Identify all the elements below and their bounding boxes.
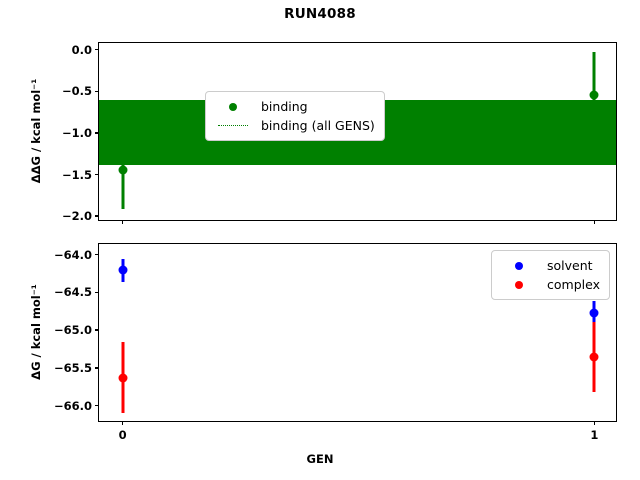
legend-key xyxy=(213,125,253,126)
y-tick-mark xyxy=(95,404,99,407)
y-tick-mark xyxy=(95,291,99,294)
y-tick-label: −0.5 xyxy=(61,84,92,99)
y-tick-label: −2.0 xyxy=(61,209,92,224)
legend-marker-icon xyxy=(515,280,524,289)
x-tick-mark xyxy=(121,220,124,224)
y-tick-label: 0.0 xyxy=(71,42,92,57)
datapoint-solvent-gen0[interactable] xyxy=(118,265,128,275)
legend-marker-icon xyxy=(229,102,237,111)
y-tick-mark xyxy=(95,90,99,92)
datapoint-binding-gen0[interactable] xyxy=(118,165,128,175)
legend-entry-complex[interactable]: complex xyxy=(499,275,600,294)
y-tick-mark xyxy=(95,367,99,369)
y-tick-mark xyxy=(95,253,99,256)
legend-label: binding xyxy=(261,99,308,114)
y-tick-label: −66.0 xyxy=(53,398,92,413)
y-tick-label: −65.5 xyxy=(53,360,92,375)
legend-key xyxy=(499,261,539,270)
plot-clip-bottom xyxy=(99,244,616,421)
x-tick-mark xyxy=(593,220,596,224)
legend-line-icon xyxy=(218,125,248,126)
legend-entry-binding-all-gens-[interactable]: binding (all GENS) xyxy=(213,116,375,135)
legend-entry-solvent[interactable]: solvent xyxy=(499,256,600,275)
y-tick-mark xyxy=(95,173,99,176)
y-tick-label: −64.0 xyxy=(53,247,92,262)
legend-label: complex xyxy=(547,277,600,292)
legend-top[interactable]: binding binding (all GENS) xyxy=(205,91,385,141)
y-tick-label: −1.0 xyxy=(61,125,92,140)
legend-marker-icon xyxy=(515,261,524,270)
legend-key xyxy=(213,102,253,111)
legend-entry-binding[interactable]: binding xyxy=(213,97,375,116)
legend-label: solvent xyxy=(547,258,593,273)
y-tick-mark xyxy=(95,329,99,331)
y-tick-mark xyxy=(95,215,99,217)
y-tick-mark xyxy=(95,48,99,51)
x-tick-label: 0 xyxy=(118,428,127,442)
y-axis-label-top: ΔΔG / kcal mol⁻¹ xyxy=(29,78,43,184)
figure-title: RUN4088 xyxy=(284,6,356,22)
legend-bottom[interactable]: solvent complex xyxy=(491,250,610,300)
x-axis-label: GEN xyxy=(306,452,334,466)
datapoint-complex-gen1[interactable] xyxy=(589,352,599,362)
plot-area-bottom: −64.0 −64.5 −65.0 −65.5 −66.0 0 1 solvent comp… xyxy=(54,243,617,442)
y-tick-label: −65.0 xyxy=(53,323,92,338)
legend-label: binding (all GENS) xyxy=(261,118,375,133)
datapoint-complex-gen0[interactable] xyxy=(118,373,128,383)
y-tick-mark xyxy=(95,132,99,134)
legend-key xyxy=(499,280,539,289)
y-tick-label: −1.5 xyxy=(61,167,92,182)
plot-area-top: 0.0 −0.5 −1.0 −1.5 −2.0 binding binding (all … xyxy=(62,42,617,224)
datapoint-binding-gen1[interactable] xyxy=(589,90,599,100)
y-axis-label-bottom: ΔG / kcal mol⁻¹ xyxy=(29,284,43,380)
x-tick-mark xyxy=(593,421,596,425)
x-tick-label: 1 xyxy=(590,428,599,442)
datapoint-solvent-gen1[interactable] xyxy=(589,308,599,318)
y-tick-label: −64.5 xyxy=(53,285,92,300)
x-tick-mark xyxy=(121,421,124,425)
